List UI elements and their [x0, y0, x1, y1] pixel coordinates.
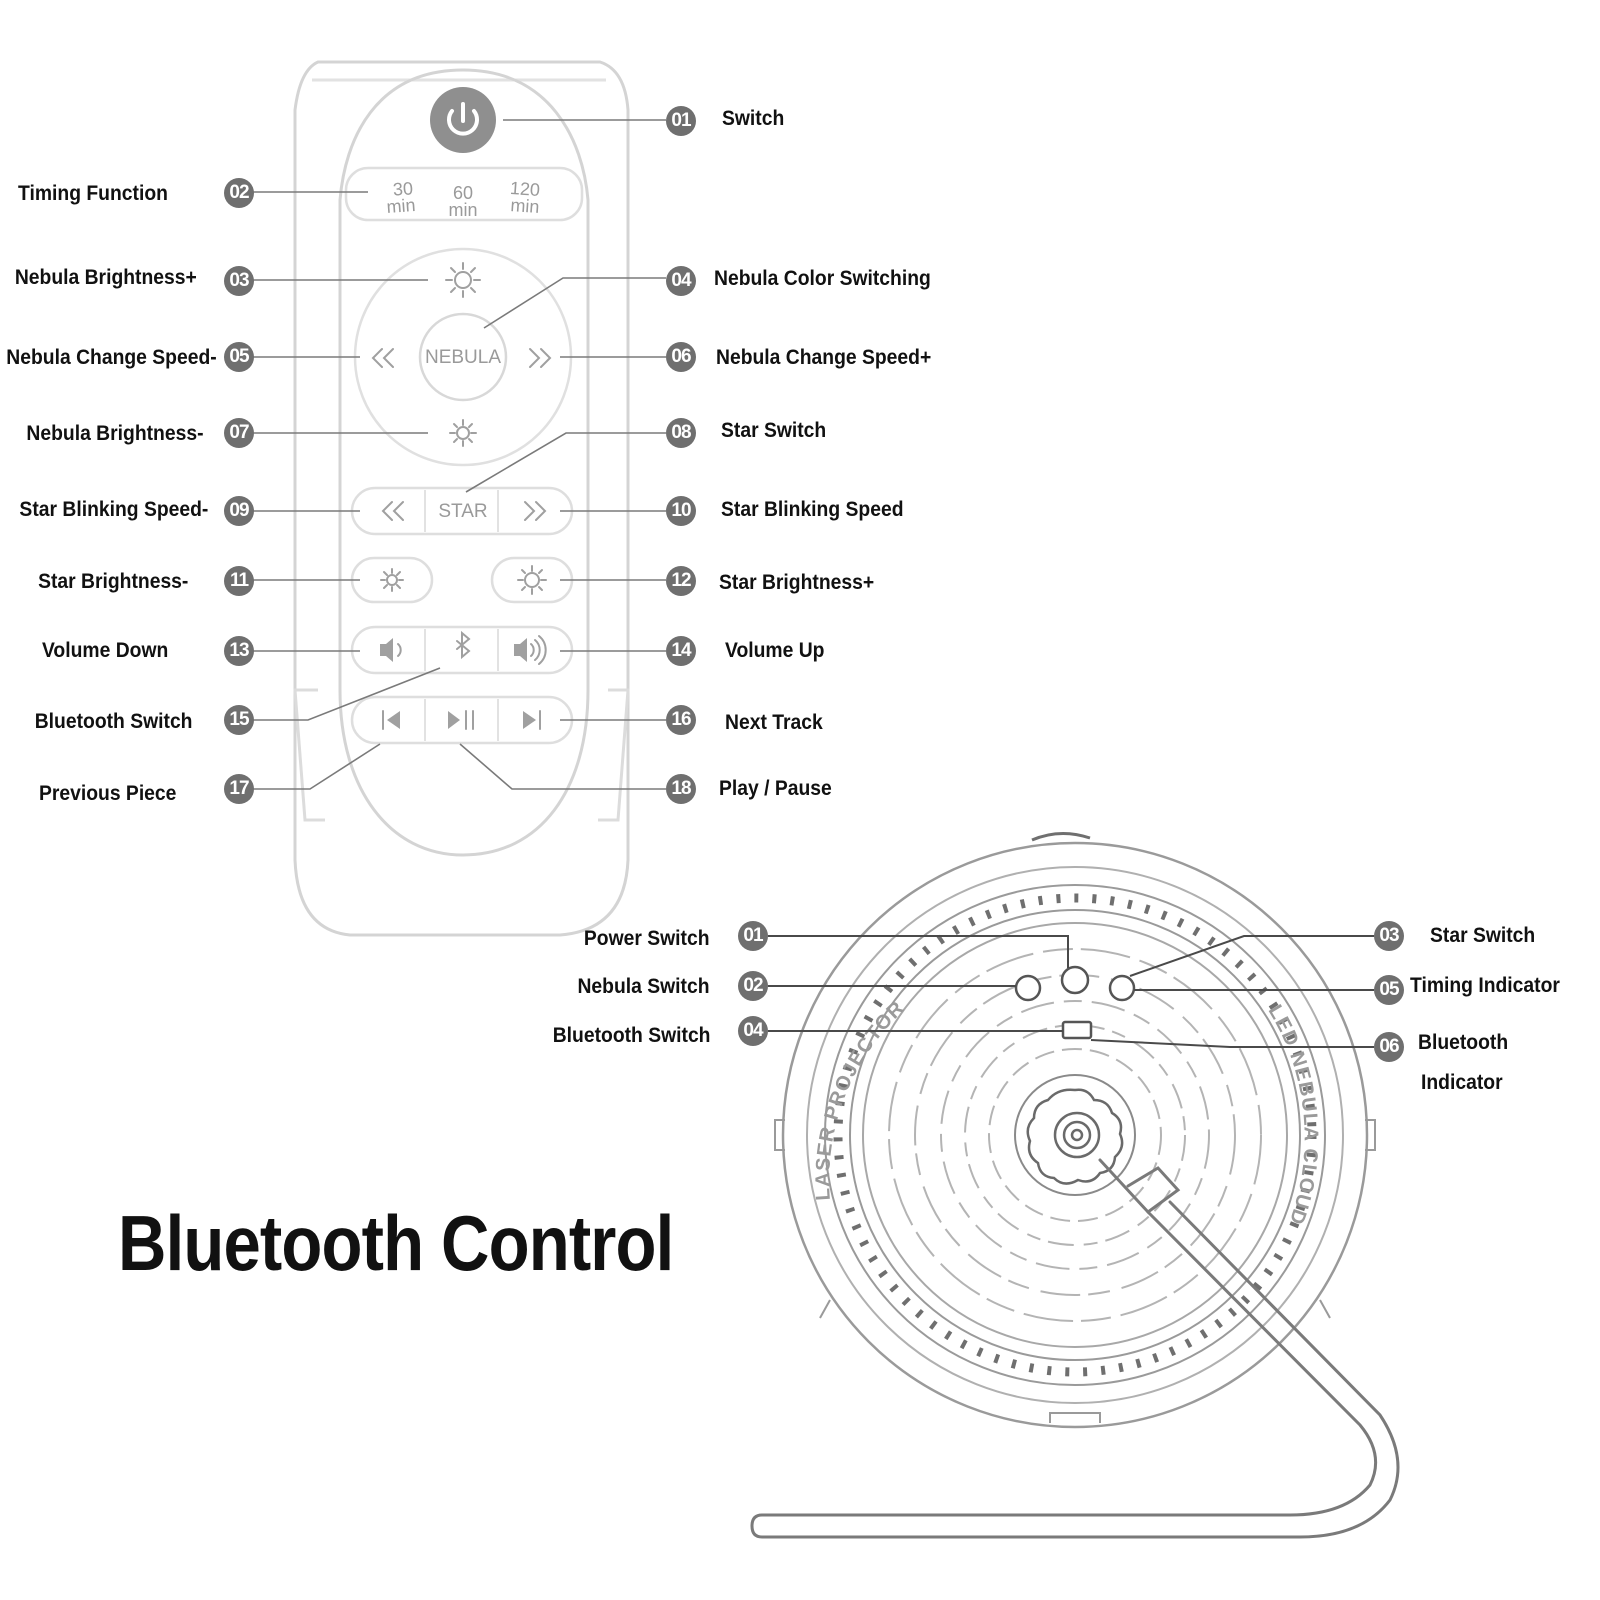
projector-knob: [1026, 1088, 1124, 1185]
star-button-label: STAR: [438, 501, 488, 522]
callout-number-03: 03: [224, 266, 254, 296]
projector-device: [774, 832, 1376, 1429]
sun-small-icon: [449, 419, 477, 447]
callout-number-14: 14: [666, 636, 696, 666]
nebula-center-ring: [418, 312, 508, 402]
remote-side-right: [598, 688, 630, 822]
label-star-blinking-speed: Star Blinking Speed: [721, 498, 904, 521]
label-star-brightness-down: Star Brightness-: [37, 570, 188, 593]
label-volume-up: Volume Up: [725, 639, 825, 662]
label-nebula-brightness-down: Nebula Brightness-: [26, 422, 204, 445]
projector-callout-number-04: 04: [738, 1016, 768, 1046]
star-brightness-up-icon: [517, 565, 547, 595]
projector-stand: [750, 1158, 1400, 1539]
chevron-right-icon: [529, 348, 552, 368]
callout-number-16: 16: [666, 705, 696, 735]
label-star-blinking-speed-down: Star Blinking Speed-: [19, 498, 208, 521]
play-pause-icon: [448, 710, 474, 730]
star-switch-button: [1108, 974, 1136, 1002]
label-nebula-change-speed-down: Nebula Change Speed-: [6, 346, 217, 369]
projector-buttons: [1014, 965, 1136, 1040]
callout-number-12: 12: [666, 566, 696, 596]
callout-number-04: 04: [666, 266, 696, 296]
label-nebula-color-switching: Nebula Color Switching: [714, 267, 931, 290]
timer-30-unit: min: [385, 195, 417, 217]
label-previous-piece: Previous Piece: [38, 782, 176, 805]
remote-side-left: [293, 688, 325, 822]
callout-number-08: 08: [666, 418, 696, 448]
star-speed-down-icon: [381, 501, 404, 521]
label-power-switch: Power Switch: [584, 927, 710, 950]
projector-lens-ring: [1014, 1074, 1136, 1196]
projector-top-tab: [1031, 832, 1091, 842]
nebula-switch-button: [1014, 974, 1042, 1002]
previous-track-icon: [382, 710, 400, 730]
projector-callout-number-03: 03: [1374, 921, 1404, 951]
remote-front-panel: [338, 68, 590, 857]
timer-120-unit: min: [509, 195, 541, 217]
projector-callout-number-06: 06: [1374, 1032, 1404, 1062]
label-star-switch-remote: Star Switch: [721, 419, 827, 442]
callout-number-15: 15: [224, 705, 254, 735]
label-bluetooth-switch-remote: Bluetooth Switch: [34, 710, 192, 733]
remote-leader-lines: [252, 119, 666, 790]
bluetooth-switch-button: [1061, 1020, 1093, 1040]
power-switch-button: [1060, 965, 1090, 995]
star-brightness-down-icon: [380, 568, 404, 592]
power-icon: [447, 102, 479, 136]
projector-callout-number-05: 05: [1374, 975, 1404, 1005]
label-star-brightness-up: Star Brightness+: [719, 571, 875, 594]
sun-large-icon: [445, 262, 481, 298]
remote-outer-shell: [293, 60, 630, 937]
page-title: Bluetooth Control: [118, 1199, 674, 1287]
label-timing-indicator: Timing Indicator: [1410, 974, 1560, 997]
callout-number-05: 05: [224, 342, 254, 372]
callout-number-07: 07: [224, 418, 254, 448]
label-nebula-switch: Nebula Switch: [577, 975, 710, 998]
volume-up-icon: [514, 635, 547, 665]
label-next-track: Next Track: [725, 711, 823, 734]
callout-number-13: 13: [224, 636, 254, 666]
timer-strip: [344, 166, 584, 222]
projector-ring-dashes: [833, 893, 1317, 1377]
callout-number-06: 06: [666, 342, 696, 372]
label-nebula-brightness-up: Nebula Brightness+: [15, 266, 197, 289]
ring-text-laser: LASER PROJECTOR: [812, 997, 909, 1201]
label-play-pause: Play / Pause: [719, 777, 832, 800]
callout-number-18: 18: [666, 774, 696, 804]
label-nebula-change-speed-up: Nebula Change Speed+: [716, 346, 932, 369]
projector-ring-outer: [824, 884, 1326, 1386]
bluetooth-icon: [456, 630, 471, 660]
label-bluetooth-indicator-line1: Bluetooth: [1418, 1031, 1509, 1054]
callout-number-11: 11: [224, 566, 254, 596]
projector-callout-number-02: 02: [738, 971, 768, 1001]
projector-leader-lines: [768, 935, 1374, 1048]
label-volume-down: Volume Down: [41, 639, 168, 662]
label-bluetooth-indicator-line2: Indicator: [1421, 1071, 1503, 1094]
callout-number-02: 02: [224, 178, 254, 208]
volume-down-icon: [380, 638, 402, 662]
star-speed-up-icon: [524, 501, 547, 521]
label-bluetooth-switch-projector: Bluetooth Switch: [552, 1024, 710, 1047]
label-star-switch-projector: Star Switch: [1430, 924, 1536, 947]
label-switch: Switch: [722, 107, 785, 130]
callout-number-01: 01: [666, 106, 696, 136]
projector-rim: [806, 866, 1344, 1404]
projector-callout-number-01: 01: [738, 921, 768, 951]
callout-number-10: 10: [666, 496, 696, 526]
label-timing-function: Timing Function: [18, 182, 168, 205]
star-brightness-down-pill: [350, 556, 434, 604]
volume-pill: [350, 625, 574, 675]
projector-outer-shell: [781, 841, 1369, 1429]
chevron-left-icon: [371, 348, 394, 368]
timer-60-unit: min: [448, 200, 478, 220]
projector-ring-inner: [849, 909, 1301, 1361]
timer-60-value: 60: [452, 183, 474, 203]
nebula-button-label: NEBULA: [424, 347, 502, 368]
callout-number-09: 09: [224, 496, 254, 526]
next-track-icon: [523, 710, 541, 730]
callout-number-17: 17: [224, 774, 254, 804]
